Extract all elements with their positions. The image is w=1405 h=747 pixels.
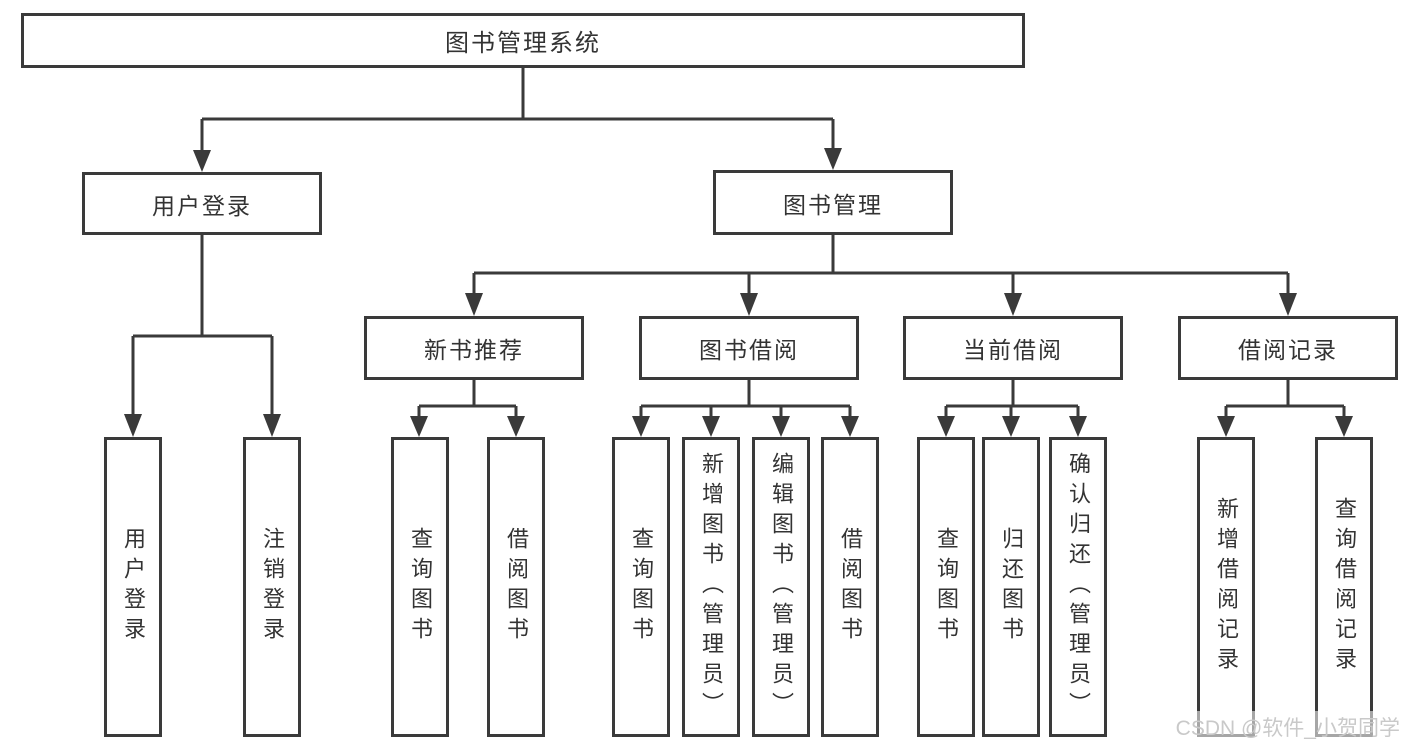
node-user-login-label: 用户登录 [152, 192, 252, 219]
leaf-recommend-query-book: 查询图书 [391, 437, 449, 737]
leaf-current-return-book-label: 归还图书 [999, 527, 1024, 647]
leaf-borrow-borrow-book: 借阅图书 [821, 437, 879, 737]
leaf-borrow-query-book: 查询图书 [612, 437, 670, 737]
leaf-current-query-book: 查询图书 [917, 437, 975, 737]
connector-new-book-recommend-to-leaves [410, 380, 525, 437]
connector-book-borrow-to-leaves [632, 380, 859, 437]
leaf-borrow-query-book-label: 查询图书 [629, 527, 654, 647]
connector-current-borrow-to-leaves [937, 380, 1087, 437]
node-user-login: 用户登录 [82, 172, 322, 235]
leaf-logout: 注销登录 [243, 437, 301, 737]
leaf-borrow-add-book-admin: 新增图书（管理员） [682, 437, 740, 737]
leaf-current-confirm-return-admin: 确认归还（管理员） [1049, 437, 1107, 737]
leaf-borrow-borrow-book-label: 借阅图书 [838, 527, 863, 647]
node-root: 图书管理系统 [21, 13, 1025, 68]
node-root-label: 图书管理系统 [445, 30, 601, 57]
node-current-borrow-label: 当前借阅 [963, 337, 1063, 363]
leaf-borrow-edit-book-admin-label: 编辑图书（管理员） [769, 452, 794, 722]
node-current-borrow: 当前借阅 [903, 316, 1123, 380]
connector-book-management-to-level3 [465, 235, 1297, 316]
connector-root-to-level2 [193, 68, 842, 172]
leaf-current-confirm-return-admin-label: 确认归还（管理员） [1066, 452, 1091, 722]
node-book-management: 图书管理 [713, 170, 953, 235]
node-book-management-label: 图书管理 [783, 191, 883, 218]
leaf-record-add-borrow-record: 新增借阅记录 [1197, 437, 1255, 737]
leaf-current-return-book: 归还图书 [982, 437, 1040, 737]
leaf-user-login-label: 用户登录 [121, 527, 146, 647]
node-borrow-record: 借阅记录 [1178, 316, 1398, 380]
leaf-user-login: 用户登录 [104, 437, 162, 737]
leaf-borrow-add-book-admin-label: 新增图书（管理员） [699, 452, 724, 722]
node-new-book-recommend: 新书推荐 [364, 316, 584, 380]
connector-user-login-to-leaves [124, 235, 281, 437]
leaf-recommend-query-book-label: 查询图书 [408, 527, 433, 647]
node-book-borrow-label: 图书借阅 [699, 337, 799, 363]
leaf-recommend-borrow-book-label: 借阅图书 [504, 527, 529, 647]
leaf-borrow-edit-book-admin: 编辑图书（管理员） [752, 437, 810, 737]
connector-borrow-record-to-leaves [1217, 380, 1353, 437]
node-book-borrow: 图书借阅 [639, 316, 859, 380]
leaf-recommend-borrow-book: 借阅图书 [487, 437, 545, 737]
leaf-record-query-borrow-record-label: 查询借阅记录 [1332, 497, 1357, 677]
leaf-current-query-book-label: 查询图书 [934, 527, 959, 647]
leaf-logout-label: 注销登录 [260, 527, 285, 647]
leaf-record-query-borrow-record: 查询借阅记录 [1315, 437, 1373, 737]
node-borrow-record-label: 借阅记录 [1238, 337, 1338, 363]
node-new-book-recommend-label: 新书推荐 [424, 337, 524, 363]
leaf-record-add-borrow-record-label: 新增借阅记录 [1214, 497, 1239, 677]
csdn-watermark: CSDN @软件_小贺同学 [1173, 711, 1402, 743]
